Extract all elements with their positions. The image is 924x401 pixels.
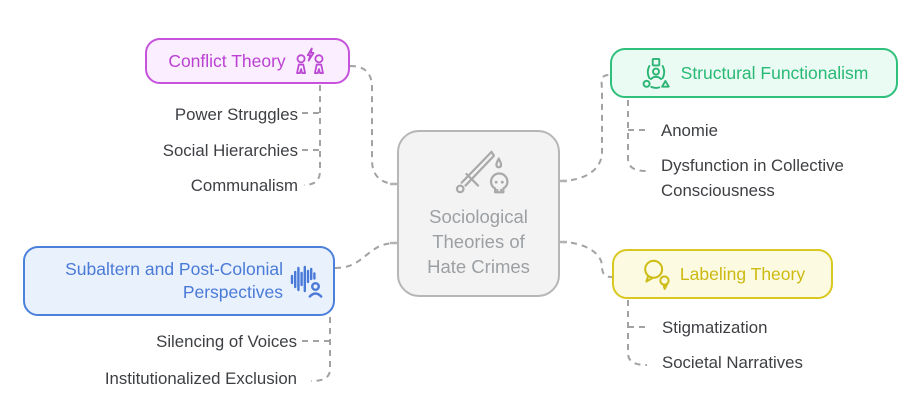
link-structural-subtree	[627, 100, 648, 172]
person-structure-icon	[642, 57, 670, 89]
leaf-communalism[interactable]: Communalism	[190, 176, 298, 195]
branch-node-conflict-theory[interactable]: Conflict Theory	[145, 38, 350, 84]
link-center-to-structural	[559, 74, 611, 182]
conflict-theory-label: Conflict Theory	[168, 50, 286, 71]
branch-node-structural-functionalism[interactable]: Structural Functionalism	[610, 48, 898, 98]
structural-functionalism-label: Structural Functionalism	[680, 62, 869, 83]
leaf-dysfunction-collective-consciousness[interactable]: Dysfunction in Collective Consciousness	[661, 156, 844, 200]
labeling-theory-label: Labeling Theory	[679, 263, 806, 284]
people-conflict-icon	[295, 47, 324, 74]
link-conflict-subtree	[303, 85, 321, 186]
link-center-to-labeling	[559, 241, 613, 278]
leaf-social-hierarchies[interactable]: Social Hierarchies	[162, 141, 298, 160]
leaf-stigmatization[interactable]: Stigmatization	[662, 318, 768, 337]
link-conflict-to-center	[349, 65, 398, 185]
center-attach-stubs	[390, 179, 567, 245]
voice-waveform-person-icon	[290, 265, 323, 298]
branch-node-labeling-theory[interactable]: Labeling Theory	[612, 249, 833, 299]
link-labeling-subtree	[627, 300, 648, 366]
speech-bubbles-icon	[644, 259, 670, 290]
subaltern-label: Subaltern and Post-Colonial Perspectives	[65, 259, 283, 302]
leaf-silencing-of-voices[interactable]: Silencing of Voices	[156, 332, 297, 351]
center-node-label: Sociological Theories of Hate Crimes	[427, 206, 530, 277]
center-node[interactable]: Sociological Theories of Hate Crimes	[397, 130, 560, 297]
branch-node-subaltern-post-colonial[interactable]: Subaltern and Post-Colonial Perspectives	[23, 246, 335, 316]
leaf-societal-narratives[interactable]: Societal Narratives	[662, 353, 803, 372]
sword-drop-skull-icon	[455, 150, 509, 194]
link-subaltern-subtree	[310, 317, 331, 382]
leaf-power-struggles[interactable]: Power Struggles	[174, 105, 298, 124]
link-subaltern-to-center	[334, 242, 398, 269]
leaf-anomie[interactable]: Anomie	[661, 121, 718, 140]
leaf-institutionalized-exclusion[interactable]: Institutionalized Exclusion	[104, 369, 297, 388]
